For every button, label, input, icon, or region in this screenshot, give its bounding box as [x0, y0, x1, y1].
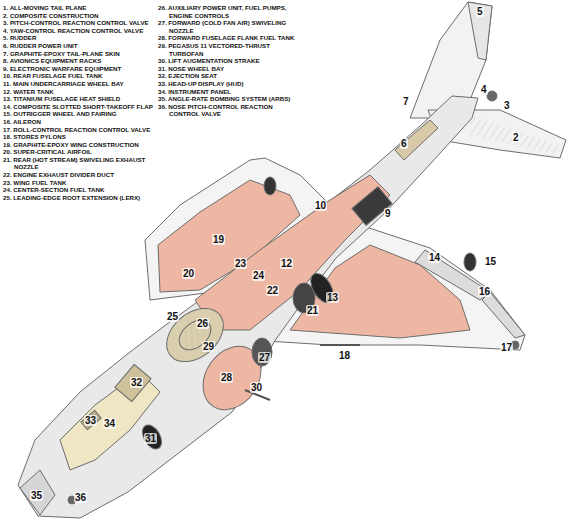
callout-number: 29 — [202, 341, 215, 352]
key-entry: 24. CENTER-SECTION FUEL TANK — [3, 186, 153, 194]
callout-number: 16 — [478, 286, 491, 297]
outrigger-wheel — [264, 177, 276, 195]
key-entry: 11. MAIN UNDERCARRIAGE WHEEL BAY — [3, 80, 153, 88]
callout-number: 27 — [258, 352, 271, 363]
instrument-panel — [81, 410, 101, 429]
callout-number: 20 — [182, 268, 195, 279]
callout-number: 12 — [280, 258, 293, 269]
aileron — [482, 292, 525, 338]
key-entry: 12. WATER TANK — [3, 88, 153, 96]
callout-number: 30 — [250, 382, 263, 393]
key-entry: 23. WING FUEL TANK — [3, 179, 153, 187]
fuselage-fuel-tank — [195, 175, 390, 330]
key-entry: 10. REAR FUSELAGE FUEL TANK — [3, 72, 153, 80]
key-entry: 13. TITANIUM FUSELAGE HEAT SHIELD — [3, 95, 153, 103]
key-entry: 31. NOSE WHEEL BAY — [158, 65, 298, 73]
engine-core — [173, 314, 216, 356]
callout-number: 7 — [402, 96, 410, 107]
ejection-seat — [115, 364, 151, 401]
callout-number: 34 — [103, 418, 116, 429]
callout-number: 5 — [476, 6, 484, 17]
key-entry: 26. AUXILIARY POWER UNIT, FUEL PUMPS, EN… — [158, 4, 298, 19]
key-entry: 14. COMPOSITE SLOTTED SHORT-TAKEOFF FLAP — [3, 103, 153, 111]
yaw-valve — [487, 91, 497, 101]
key-entry: 2. COMPOSITE CONSTRUCTION — [3, 12, 153, 20]
key-entry: 7. GRAPHITE-EPOXY TAIL-PLANE SKIN — [3, 50, 153, 58]
key-entry: 34. INSTRUMENT PANEL — [158, 88, 298, 96]
key-entry: 27. FORWARD (COLD FAN AIR) SWIVELING NOZ… — [158, 19, 298, 34]
key-column: 1. ALL-MOVING TAIL PLANE2. COMPOSITE CON… — [3, 4, 153, 201]
key-entry: 32. EJECTION SEAT — [158, 72, 298, 80]
callout-number: 4 — [480, 84, 488, 95]
callout-number: 26 — [196, 318, 209, 329]
callout-number: 17 — [500, 342, 513, 353]
key-entry: 18. STORES PYLONS — [3, 133, 153, 141]
key-entry: 16. AILERON — [3, 118, 153, 126]
engine — [156, 298, 233, 373]
callout-number: 15 — [484, 256, 497, 267]
callout-number: 19 — [212, 234, 225, 245]
key-entry: 25. LEADING-EDGE ROOT EXTENSION (LERX) — [3, 194, 153, 202]
key-entry: 28. FORWARD FUSELAGE FLANK FUEL TANK — [158, 34, 298, 42]
key-entry: 15. OUTRIGGER WHEEL AND FAIRING — [3, 110, 153, 118]
rudder-power-unit — [395, 120, 438, 160]
key-entry: 33. HEAD-UP DISPLAY (HUD) — [158, 80, 298, 88]
key-entry: 22. ENGINE EXHAUST DIVIDER DUCT — [3, 171, 153, 179]
ew-equipment — [352, 187, 392, 226]
key-entry: 36. NOSE PITCH-CONTROL REACTION CONTROL … — [158, 103, 298, 118]
key-entry: 5. RUDDER — [3, 34, 153, 42]
callout-number: 6 — [400, 138, 408, 149]
callout-number: 23 — [234, 258, 247, 269]
callout-number: 3 — [503, 100, 511, 111]
callout-number: 36 — [74, 492, 87, 503]
rudder — [468, 2, 492, 60]
key-entry: 8. AVIONICS EQUIPMENT RACKS — [3, 57, 153, 65]
key-entry: 20. SUPER-CRITICAL AIRFOIL — [3, 148, 153, 156]
key-entry: 29. PEGASUS 11 VECTORED-THRUST TURBOFAN — [158, 42, 298, 57]
outrigger-wheel — [464, 253, 476, 271]
callout-number: 31 — [144, 433, 157, 444]
callout-number: 22 — [266, 285, 279, 296]
forward-nozzle — [252, 338, 272, 366]
key-entry: 6. RUDDER POWER UNIT — [3, 42, 153, 50]
pylon — [320, 344, 360, 346]
callout-number: 24 — [252, 270, 265, 281]
flank-fuel-tank — [191, 335, 273, 421]
key-entry: 1. ALL-MOVING TAIL PLANE — [3, 4, 153, 12]
callout-number: 32 — [130, 377, 143, 388]
callout-number: 14 — [428, 252, 441, 263]
key-column: 26. AUXILIARY POWER UNIT, FUEL PUMPS, EN… — [158, 4, 298, 118]
callout-number: 9 — [384, 208, 392, 219]
key-entry: 21. REAR (HOT STREAM) SWIVELING EXHAUST … — [3, 156, 153, 171]
cockpit — [60, 372, 160, 470]
nose-cone — [20, 470, 55, 515]
callout-number: 18 — [338, 350, 351, 361]
callout-number: 2 — [512, 132, 520, 143]
tailplane-skin — [470, 115, 558, 155]
key-entry: 17. ROLL-CONTROL REACTION CONTROL VALVE — [3, 126, 153, 134]
nose-wheel — [139, 422, 166, 453]
key-entry: 30. LIFT AUGMENTATION STRAKE — [158, 57, 298, 65]
key-entry: 35. ANGLE-RATE BOMBING SYSTEM (ARBS) — [158, 95, 298, 103]
callout-number: 28 — [220, 372, 233, 383]
callout-number: 10 — [314, 200, 327, 211]
key-entry: 4. YAW-CONTROL REACTION CONTROL VALVE — [3, 27, 153, 35]
callout-number: 21 — [306, 305, 319, 316]
key-entry: 9. ELECTRONIC WARFARE EQUIPMENT — [3, 65, 153, 73]
key-entry: 3. PITCH-CONTROL REACTION CONTROL VALVE — [3, 19, 153, 27]
callout-number: 25 — [166, 311, 179, 322]
callout-number: 13 — [326, 292, 339, 303]
callout-number: 35 — [30, 490, 43, 501]
key-entry: 19. GRAPHITE-EPOXY WING CONSTRUCTION — [3, 141, 153, 149]
callout-number: 33 — [84, 415, 97, 426]
